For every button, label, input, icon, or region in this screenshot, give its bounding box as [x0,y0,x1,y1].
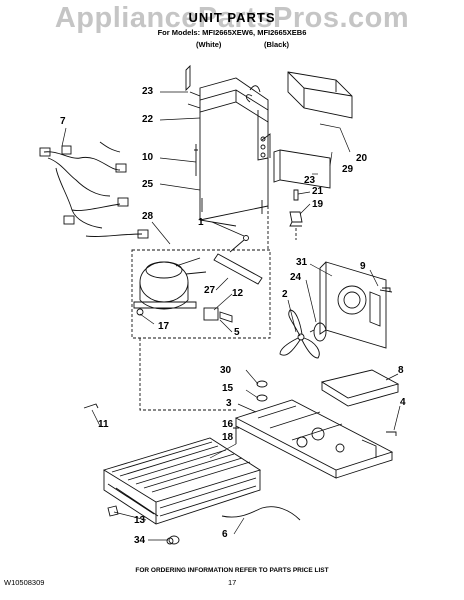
callout-13: 13 [134,515,146,526]
callout-30: 30 [220,365,232,376]
callout-4: 4 [400,397,406,408]
callout-9: 9 [360,261,366,272]
grommet-part [256,380,268,402]
page-number: 17 [228,578,237,587]
callout-3: 3 [226,398,232,409]
callout-8: 8 [398,365,404,376]
callout-17: 17 [158,321,170,332]
screw-clip-part [289,189,303,227]
callout-23: 23 [142,86,154,97]
fan-blade-part [279,309,320,359]
fan-bracket-part [319,261,393,349]
foot-part [107,505,180,545]
callout-7: 7 [60,116,66,127]
shroud-panel-part [273,149,331,189]
callout-27: 27 [204,285,216,296]
callout-20: 20 [356,153,368,164]
callout-21: 21 [312,186,324,197]
compressor-part [133,257,207,316]
callout-6: 6 [222,529,228,540]
callout-28: 28 [142,211,154,222]
callout-10: 10 [142,152,154,163]
cover-bracket-part [320,369,400,407]
leader-lines [61,91,401,541]
condenser-coil-part [102,437,262,525]
ordering-note: FOR ORDERING INFORMATION REFER TO PARTS … [135,567,329,574]
page-title: UNIT PARTS [188,10,276,25]
condenser-duct-part [287,71,353,119]
assembly-lines [139,206,297,411]
callout-25: 25 [142,179,154,190]
callout-5: 5 [234,327,240,338]
models-line: For Models: MFI2665XEW6, MFI2665XEB6 [157,28,307,37]
callout-19: 19 [312,199,324,210]
screw-parts [83,287,397,444]
condenser-part [185,64,271,227]
relay-part [203,307,233,323]
drain-tube-part [221,506,301,521]
document-id: W10508309 [4,578,45,587]
callout-12: 12 [232,288,244,299]
watermark: AppliancePartsPros.com [54,2,410,34]
callout-15: 15 [222,383,234,394]
callout-16: 16 [222,419,234,430]
callout-24: 24 [290,272,302,283]
callout-1: 1 [198,217,204,228]
callout-11: 11 [98,419,109,430]
callout-18: 18 [222,432,234,443]
callout-2: 2 [282,289,288,300]
callout-34: 34 [134,535,146,546]
variant-black-label: (Black) [264,40,290,49]
wire-harness-part [39,141,149,239]
variant-white-label: (White) [196,40,222,49]
compressor-group-box [131,249,271,339]
callout-31: 31 [296,257,308,268]
base-plate-part [234,399,394,479]
fan-motor-part [309,322,327,342]
callout-23b: 23 [304,175,316,186]
drier-part [213,235,263,285]
callout-22: 22 [142,114,154,125]
callout-29: 29 [342,164,354,175]
